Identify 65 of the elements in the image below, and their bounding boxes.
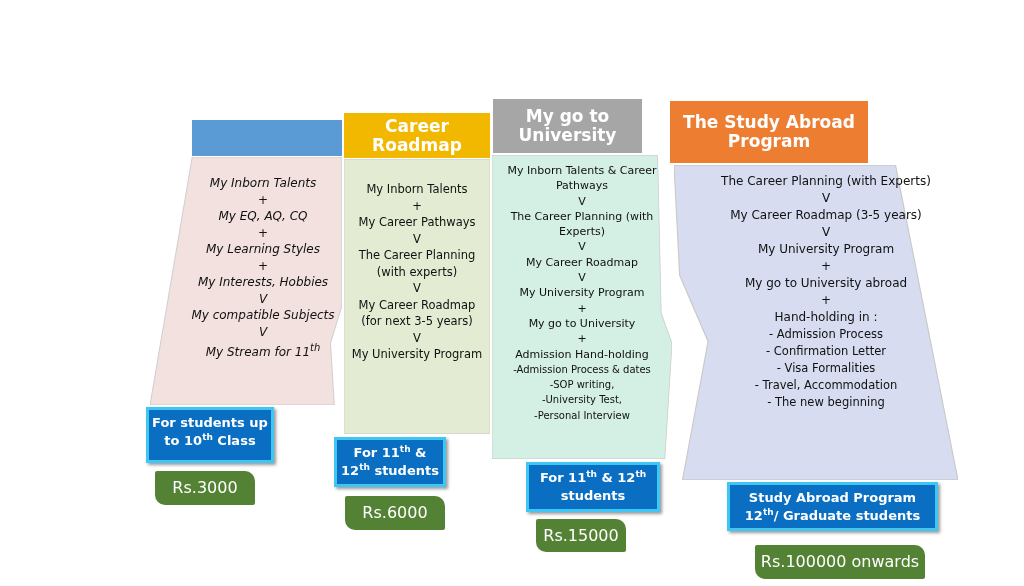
step-text: The Career Planning (with Experts) (721, 173, 931, 190)
step-text: -Personal Interview (534, 408, 630, 423)
step-text: My go to University (528, 315, 636, 332)
content-panel (674, 165, 958, 480)
connector-sign: V (413, 329, 421, 346)
step-text: My EQ, AQ, CQ (218, 208, 308, 225)
step-text: - Confirmation Letter (766, 343, 886, 360)
audience-box: For students up to 10$^{th}$ Class (146, 407, 274, 463)
price-tag: Rs.15000 (536, 519, 626, 552)
connector-sign: V (578, 193, 586, 209)
connector-sign: + (257, 257, 269, 274)
connector-sign: V (413, 280, 421, 297)
connector-sign: + (257, 191, 269, 208)
price-tag: Rs.3000 (155, 471, 255, 505)
step-text: My Learning Styles (206, 241, 320, 258)
content-panel (344, 159, 490, 434)
connector-sign: + (577, 300, 587, 316)
step-text: The Career Planning (with experts) (357, 247, 477, 280)
step-text: Admission Hand-holding (515, 346, 649, 362)
content-panel (492, 155, 672, 459)
step-text: My Inborn Talents (366, 181, 468, 198)
connector-sign: V (821, 190, 831, 207)
step-text: My Interests, Hobbies (197, 274, 329, 291)
connector-sign: + (577, 331, 587, 347)
content-panel (150, 157, 342, 405)
connector-sign: + (820, 292, 832, 309)
connector-sign: V (413, 230, 421, 247)
connector-sign: V (258, 290, 268, 307)
step-text: -University Test, (541, 393, 623, 408)
audience-box: For 11$^{th}$ & 12$^{th}$ students (526, 462, 660, 512)
step-text: -SOP writing, (549, 378, 615, 393)
step-text: My compatible Subjects (191, 307, 335, 324)
price-tag: Rs.6000 (345, 496, 445, 530)
step-text: The Career Planning (with Experts) (509, 208, 655, 240)
step-text: My Career Pathways (358, 214, 476, 231)
step-text: My Career Roadmap (526, 254, 638, 271)
step-text: My go to University abroad (744, 275, 908, 292)
step-text: My Career Roadmap (for next 3-5 years) (357, 296, 477, 330)
step-text: My Stream for 11$^{th}$ (205, 341, 321, 361)
step-text: My Career Roadmap (3-5 years) (730, 207, 922, 224)
audience-box: For 11$^{th}$ & 12$^{th}$ students (334, 437, 446, 487)
step-text: - Visa Formalities (776, 360, 876, 377)
step-text: - Admission Process (769, 326, 883, 343)
connector-sign: V (258, 323, 268, 340)
connector-sign: + (412, 197, 422, 214)
step-text: My Inborn Talents (209, 175, 317, 192)
step-text: -Admission Process & dates (513, 362, 651, 377)
header-banner: My go to University (493, 99, 642, 153)
step-text: My University Program (757, 241, 895, 258)
header-banner (192, 120, 342, 156)
step-text: My University Program (351, 346, 483, 363)
step-text: - The new beginning (767, 394, 885, 411)
connector-sign: + (820, 258, 832, 275)
step-text: My Inborn Talents & Career Pathways (506, 163, 658, 194)
header-banner: The Study Abroad Program (670, 101, 868, 163)
price-tag: Rs.100000 onwards (755, 545, 925, 579)
connector-sign: V (578, 270, 586, 286)
step-text: - Travel, Accommodation (754, 377, 898, 394)
header-banner: Career Roadmap (344, 113, 490, 158)
audience-box: Study Abroad Program 12$^{th}$/ Graduate students (727, 482, 938, 531)
connector-sign: + (257, 224, 269, 241)
step-text: Hand-holding in : (774, 309, 878, 326)
connector-sign: V (821, 224, 831, 241)
step-text: My University Program (519, 285, 645, 301)
connector-sign: V (578, 239, 586, 255)
